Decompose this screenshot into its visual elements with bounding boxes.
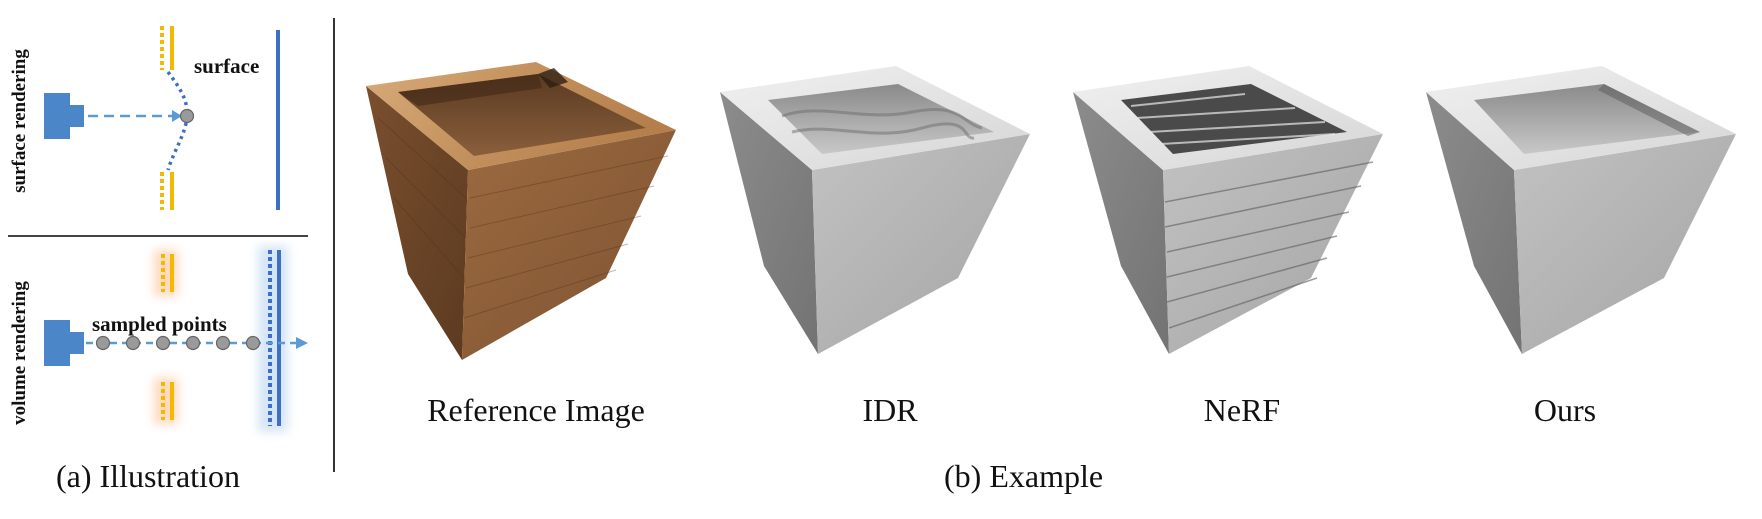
nerf-result <box>1073 66 1383 354</box>
panel-label-reference: Reference Image <box>427 392 645 428</box>
sampled-point <box>185 335 201 351</box>
sample-glow-bottom <box>154 378 178 424</box>
pot-right-face <box>462 130 676 360</box>
idr-result <box>720 66 1030 354</box>
ray-arrowhead <box>296 337 308 349</box>
sampled-point <box>215 335 231 351</box>
camera-icon <box>44 320 70 366</box>
illustration-caption: (a) Illustration <box>56 458 240 494</box>
sampled-points-label: sampled points <box>92 312 227 336</box>
ours-result <box>1426 66 1736 354</box>
sample-glow-top <box>154 250 178 296</box>
sampled-point <box>95 335 111 351</box>
panel-label-ours: Ours <box>1533 392 1597 428</box>
reference-image <box>366 62 676 360</box>
pot-left-face <box>366 86 468 360</box>
volume-rendering-label: volume rendering <box>9 281 30 425</box>
intersection-point <box>179 108 195 124</box>
camera-lens <box>70 332 84 354</box>
row-divider <box>8 235 308 237</box>
sampled-point <box>125 335 141 351</box>
ray-arrowhead <box>172 110 182 122</box>
sampled-point <box>245 335 261 351</box>
surface-rendering-diagram <box>44 26 280 210</box>
camera-icon <box>44 93 70 139</box>
volume-rendering-diagram <box>44 246 308 432</box>
surface-rendering-label: surface rendering <box>9 49 30 193</box>
camera-lens <box>70 105 84 127</box>
panel-label-idr: IDR <box>862 392 918 428</box>
example-caption: (b) Example <box>944 458 1104 494</box>
sampled-point <box>155 335 171 351</box>
plane-glow <box>258 246 288 432</box>
panel-divider <box>333 18 335 472</box>
panel-label-nerf: NeRF <box>1203 392 1281 428</box>
surface-label: surface <box>194 54 260 78</box>
